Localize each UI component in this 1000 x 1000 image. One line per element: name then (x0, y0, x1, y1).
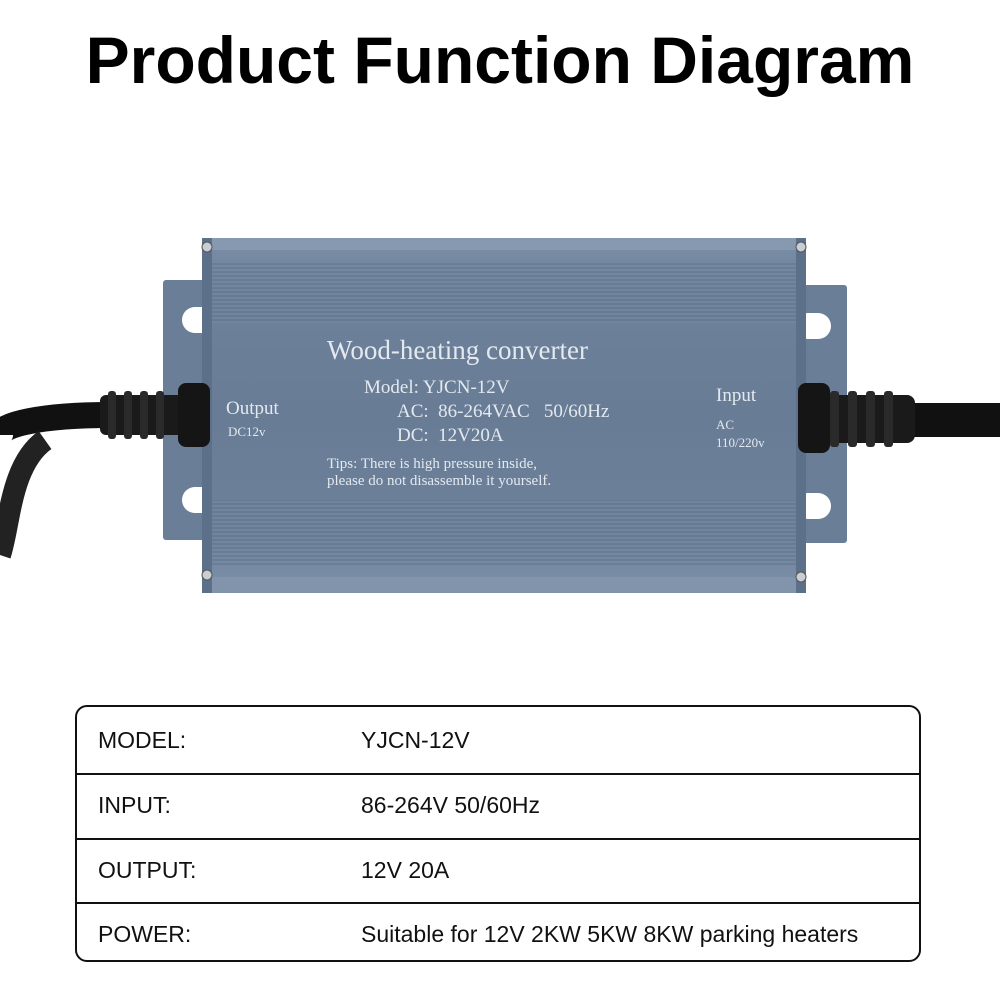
device-dc-rating: DC: 12V20A (397, 425, 504, 446)
output-cable (0, 383, 210, 559)
spec-table: MODEL: YJCN-12V INPUT: 86-264V 50/60Hz O… (75, 705, 921, 962)
row-divider (77, 773, 919, 775)
spec-key: POWER: (98, 921, 192, 947)
product-image: Wood-heating converter Model: YJCN-12V A… (0, 225, 1000, 615)
page-title: Product Function Diagram (85, 23, 915, 97)
converter-illustration (0, 238, 1000, 593)
output-label: Output (226, 398, 279, 419)
input-cable (798, 383, 1000, 453)
spec-value: 12V 20A (361, 857, 450, 883)
input-sub-label-ac: AC (716, 417, 735, 432)
spec-value: Suitable for 12V 2KW 5KW 8KW parking hea… (361, 921, 859, 947)
spec-key: INPUT: (98, 792, 171, 818)
spec-key: OUTPUT: (98, 857, 197, 883)
device-tips-line2: please do not disassemble it yourself. (327, 473, 552, 489)
spec-value: 86-264V 50/60Hz (361, 792, 541, 818)
output-sub-label: DC12v (228, 424, 266, 439)
device-model: Model: YJCN-12V (364, 377, 510, 398)
input-label: Input (716, 385, 757, 406)
device-tips-line1: Tips: There is high pressure inside, (327, 456, 537, 472)
device-ac-rating: AC: 86-264VAC 50/60Hz (397, 401, 610, 422)
spec-key: MODEL: (98, 727, 187, 753)
spec-value: YJCN-12V (361, 727, 470, 753)
row-divider (77, 838, 919, 840)
device-name: Wood-heating converter (327, 335, 588, 365)
row-divider (77, 902, 919, 904)
input-sub-label-voltage: 110/220v (716, 435, 765, 450)
